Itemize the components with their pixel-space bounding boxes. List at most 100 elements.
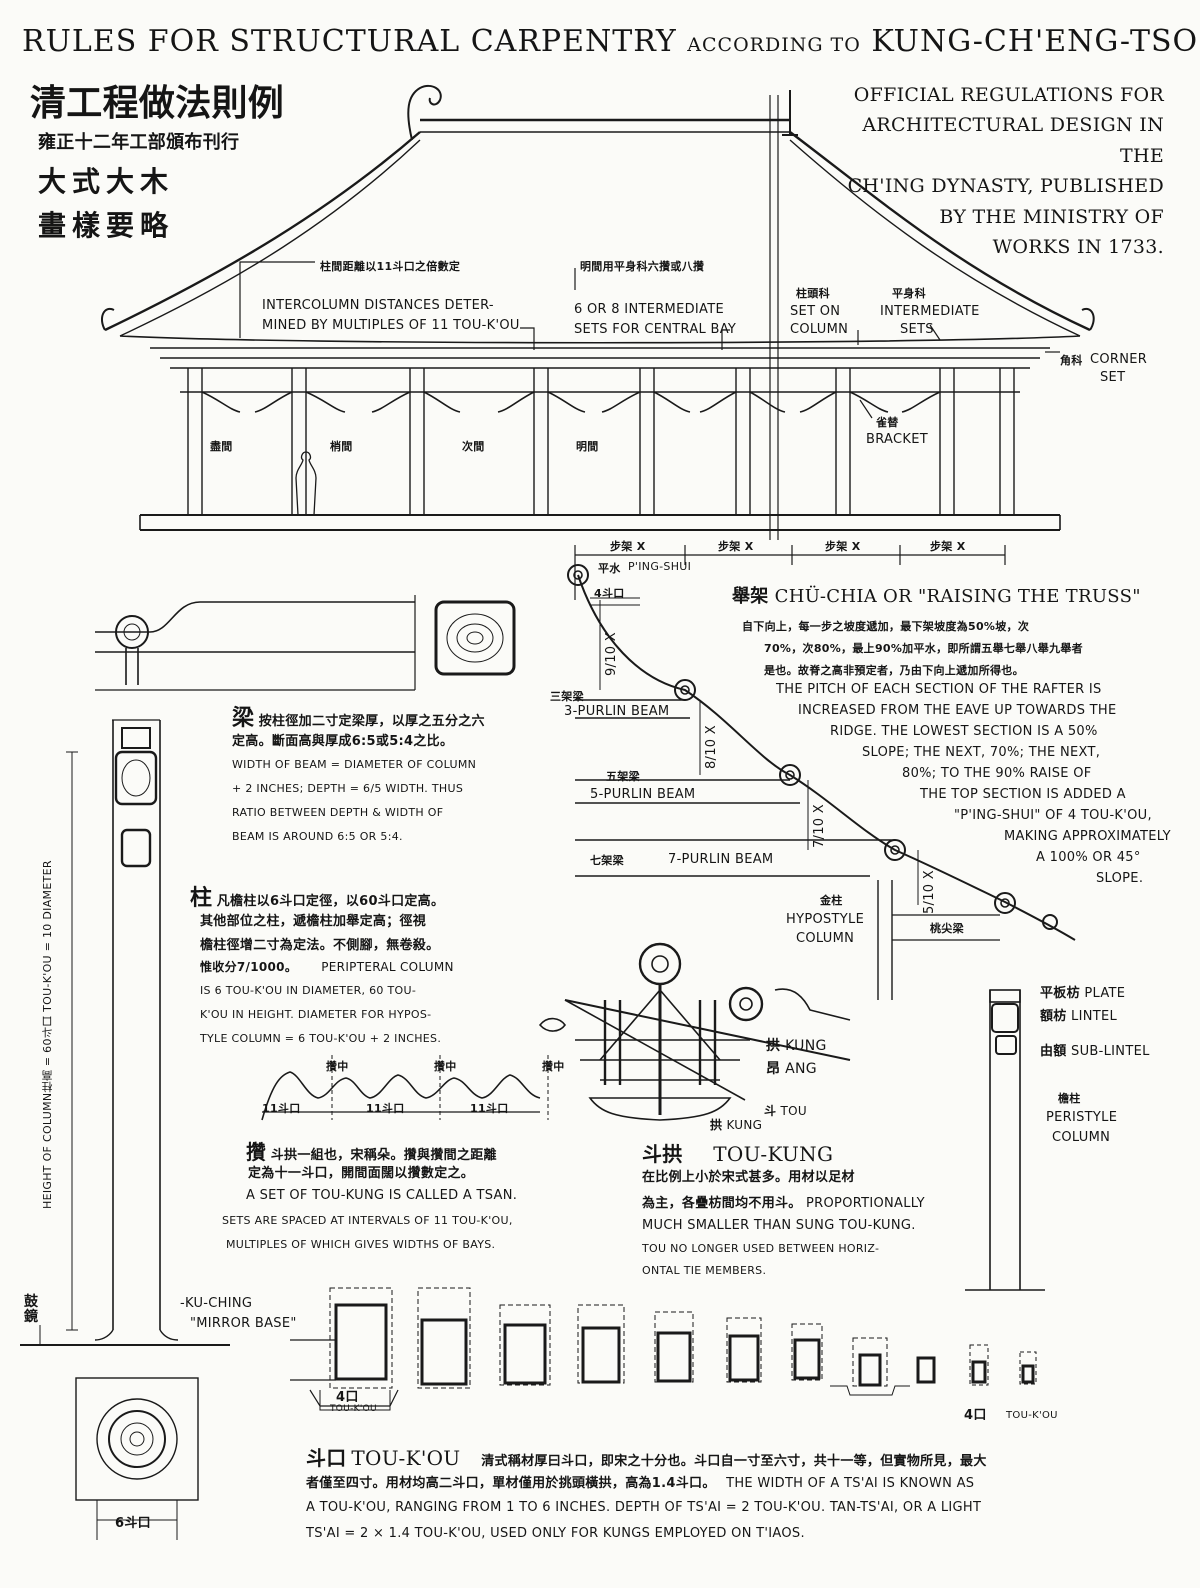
toukung-en-2: much smaller than Sung tou-kung. bbox=[642, 1218, 916, 1233]
corner-en-1: Corner bbox=[1090, 352, 1148, 367]
beam-detail bbox=[95, 595, 516, 691]
intercolumn-en-2: mined by multiples of 11 tou-k'ou bbox=[262, 318, 520, 333]
step-label-4: 步架 X bbox=[930, 540, 966, 553]
hypostyle-en-2: column bbox=[796, 931, 855, 946]
purlin3-cn: 三架梁 bbox=[550, 690, 584, 703]
tsan-mark-3: 攢中 bbox=[542, 1060, 565, 1073]
toukung-heading-en: Tou-kung bbox=[713, 1142, 834, 1166]
beam-en-4: beam is around 6:5 or 5:4. bbox=[232, 830, 403, 843]
lintel-label: 額枋 Lintel bbox=[1040, 1005, 1117, 1024]
bay-label-4: 明間 bbox=[576, 440, 599, 453]
bracket-en: Bracket bbox=[866, 432, 928, 447]
kung2-cn: 拱 bbox=[710, 1118, 723, 1132]
ang-label: 昂 Ang bbox=[766, 1058, 817, 1078]
toukou-heading-line: 斗口 Tou-k'ou 清式稱材厚曰斗口，即宋之十分也。斗口自一寸至六寸，共十一… bbox=[306, 1442, 987, 1471]
peristyle-cn: 檐柱 bbox=[1058, 1092, 1081, 1105]
hypostyle-cn: 金柱 bbox=[820, 894, 843, 907]
truss-cn-1: 自下向上，每一步之坡度遞加，最下架坡度為50%坡，次 bbox=[742, 620, 1030, 633]
purlin5-cn: 五架梁 bbox=[606, 770, 640, 783]
official-note: Official regulations for Architectural d… bbox=[844, 80, 1164, 262]
kung2-label: 拱 Kung bbox=[710, 1116, 762, 1133]
toukou-sizes bbox=[290, 1287, 1037, 1411]
column-heading-line: 柱 凡檐柱以6斗口定徑，以60斗口定高。 bbox=[190, 880, 444, 912]
intermediate-en-1: Intermediate bbox=[880, 304, 980, 319]
pitch-9-label: 9/10 X bbox=[604, 632, 619, 677]
pitch-5-label: 5/10 X bbox=[922, 870, 937, 915]
truss-en-6: the top section is added a bbox=[920, 787, 1126, 802]
toukung-en-1: Proportionally bbox=[806, 1196, 925, 1211]
corner-cn: 角科 bbox=[1060, 354, 1083, 367]
tsan-profile bbox=[261, 1055, 549, 1121]
tou-en: Tou bbox=[780, 1104, 807, 1118]
official-line-5: Works in 1733. bbox=[992, 235, 1164, 258]
tsan-heading-line: 攢 斗拱一組也，宋稱朵。攢與攢間之距離 bbox=[246, 1136, 497, 1165]
drum-cn: 鼓鏡 bbox=[24, 1294, 39, 1326]
cn-subtitle: 雍正十二年工部頒布刊行 bbox=[38, 132, 240, 153]
toukou-unit-left: tou-k'ou bbox=[330, 1404, 377, 1414]
intermediate-en-2: sets bbox=[900, 322, 934, 337]
main-title: Rules for Structural Carpentry according… bbox=[22, 24, 1200, 59]
kung-en: Kung bbox=[785, 1038, 827, 1054]
beam-en-1: Width of beam = diameter of column bbox=[232, 758, 477, 771]
tsan-heading-cn: 攢 bbox=[246, 1140, 267, 1164]
toukung-diagram bbox=[538, 942, 851, 1121]
toukou-cn-2: 者僅至四寸。用材均高二斗口，單材僅用於挑頭橫拱，高為1.4斗口。 bbox=[306, 1476, 716, 1491]
cn-title: 清工程做法則例 bbox=[30, 83, 285, 124]
column-cn-2: 其他部位之柱，遞檐柱加舉定高；徑視 bbox=[200, 914, 427, 929]
ang-cn: 昂 bbox=[766, 1061, 781, 1077]
base-dim-label: 6斗口 bbox=[115, 1516, 151, 1531]
column-line-4: 惟收分7/1000。 Peripteral column bbox=[200, 958, 454, 975]
column-elevation bbox=[20, 719, 230, 1540]
purlin3-en: 3-Purlin beam bbox=[564, 704, 670, 719]
kung2-en: Kung bbox=[726, 1118, 763, 1132]
beam-en-2: + 2 inches; depth = 6/5 width. Thus bbox=[232, 782, 464, 795]
title-rules: Rules for Structural Carpentry bbox=[22, 24, 677, 59]
sublintel-label: 由額 Sub-lintel bbox=[1040, 1040, 1150, 1059]
truss-diagram bbox=[567, 545, 1076, 1291]
truss-en-7: "P'ing-shui" of 4 tou-k'ou, bbox=[954, 808, 1152, 823]
toukou-heading-cn: 斗口 bbox=[306, 1446, 347, 1470]
column-cn-4: 惟收分7/1000。 bbox=[200, 960, 298, 974]
beam-cn-2: 定高。斷面高與厚成6:5或5:4之比。 bbox=[232, 734, 454, 749]
plate-cn: 平板枋 bbox=[1040, 986, 1080, 1001]
pitch-7-label: 7/10 X bbox=[812, 804, 827, 849]
intermediate-cn: 平身科 bbox=[892, 287, 926, 300]
toukung-heading: 斗拱 Tou-kung bbox=[642, 1138, 833, 1167]
central-cn: 明間用平身科六攢或八攢 bbox=[580, 260, 705, 273]
tsan-en-3: multiples of which gives widths of bays. bbox=[226, 1238, 496, 1251]
pitch-8-label: 8/10 X bbox=[704, 725, 719, 770]
step-label-1: 步架 X bbox=[610, 540, 646, 553]
intercolumn-en-1: Intercolumn distances deter- bbox=[262, 298, 494, 313]
truss-en-1: The pitch of each section of the rafter … bbox=[776, 682, 1102, 697]
cn-line-2: 畫樣要略 bbox=[38, 209, 175, 242]
toukung-heading-cn: 斗拱 bbox=[642, 1142, 683, 1166]
beam-cn-1: 按柱徑加二寸定梁厚，以厚之五分之六 bbox=[258, 714, 485, 729]
tsan-cn-2: 定為十一斗口，開間面闊以攢數定之。 bbox=[248, 1166, 475, 1181]
truss-heading-en: Chü-chia or "Raising the Truss" bbox=[774, 586, 1141, 607]
corner-en-2: set bbox=[1100, 370, 1126, 385]
step-label-2: 步架 X bbox=[718, 540, 754, 553]
bay-label-1: 盡間 bbox=[210, 440, 233, 453]
column-height-label: Height of column柱高 = 60斗口 tou-k'ou = 10 … bbox=[41, 860, 54, 1210]
ping-shui-en: P'ing-shui bbox=[628, 560, 692, 573]
bracket-cn: 雀替 bbox=[876, 416, 899, 429]
tsan-spacing-1: 11斗口 bbox=[262, 1102, 301, 1115]
lintel-en: Lintel bbox=[1071, 1009, 1118, 1024]
tsan-cn-1: 斗拱一組也，宋稱朵。攢與攢間之距離 bbox=[270, 1148, 497, 1163]
beam-heading-line: 梁 按柱徑加二寸定梁厚，以厚之五分之六 bbox=[232, 700, 485, 732]
truss-cn-2: 70%，次80%，最上90%加平水，即所謂五舉七舉八舉九舉者 bbox=[764, 642, 1083, 655]
tsan-spacing-3: 11斗口 bbox=[470, 1102, 509, 1115]
toukung-en-4: ontal tie members. bbox=[642, 1264, 767, 1277]
purlin5-en: 5-Purlin beam bbox=[590, 787, 696, 802]
ping-shui-cn: 平水 bbox=[598, 562, 621, 575]
truss-en-8: making approximately bbox=[1004, 829, 1171, 844]
toukou-dim-left: 4口 bbox=[336, 1390, 359, 1405]
building-elevation bbox=[101, 84, 1095, 531]
step-label-3: 步架 X bbox=[825, 540, 861, 553]
official-line-4: by the Ministry of bbox=[939, 205, 1164, 228]
plate-en: Plate bbox=[1084, 986, 1126, 1001]
ang-en: Ang bbox=[785, 1061, 817, 1077]
toukou-line-2: 者僅至四寸。用材均高二斗口，單材僅用於挑頭橫拱，高為1.4斗口。 The wid… bbox=[306, 1472, 974, 1491]
